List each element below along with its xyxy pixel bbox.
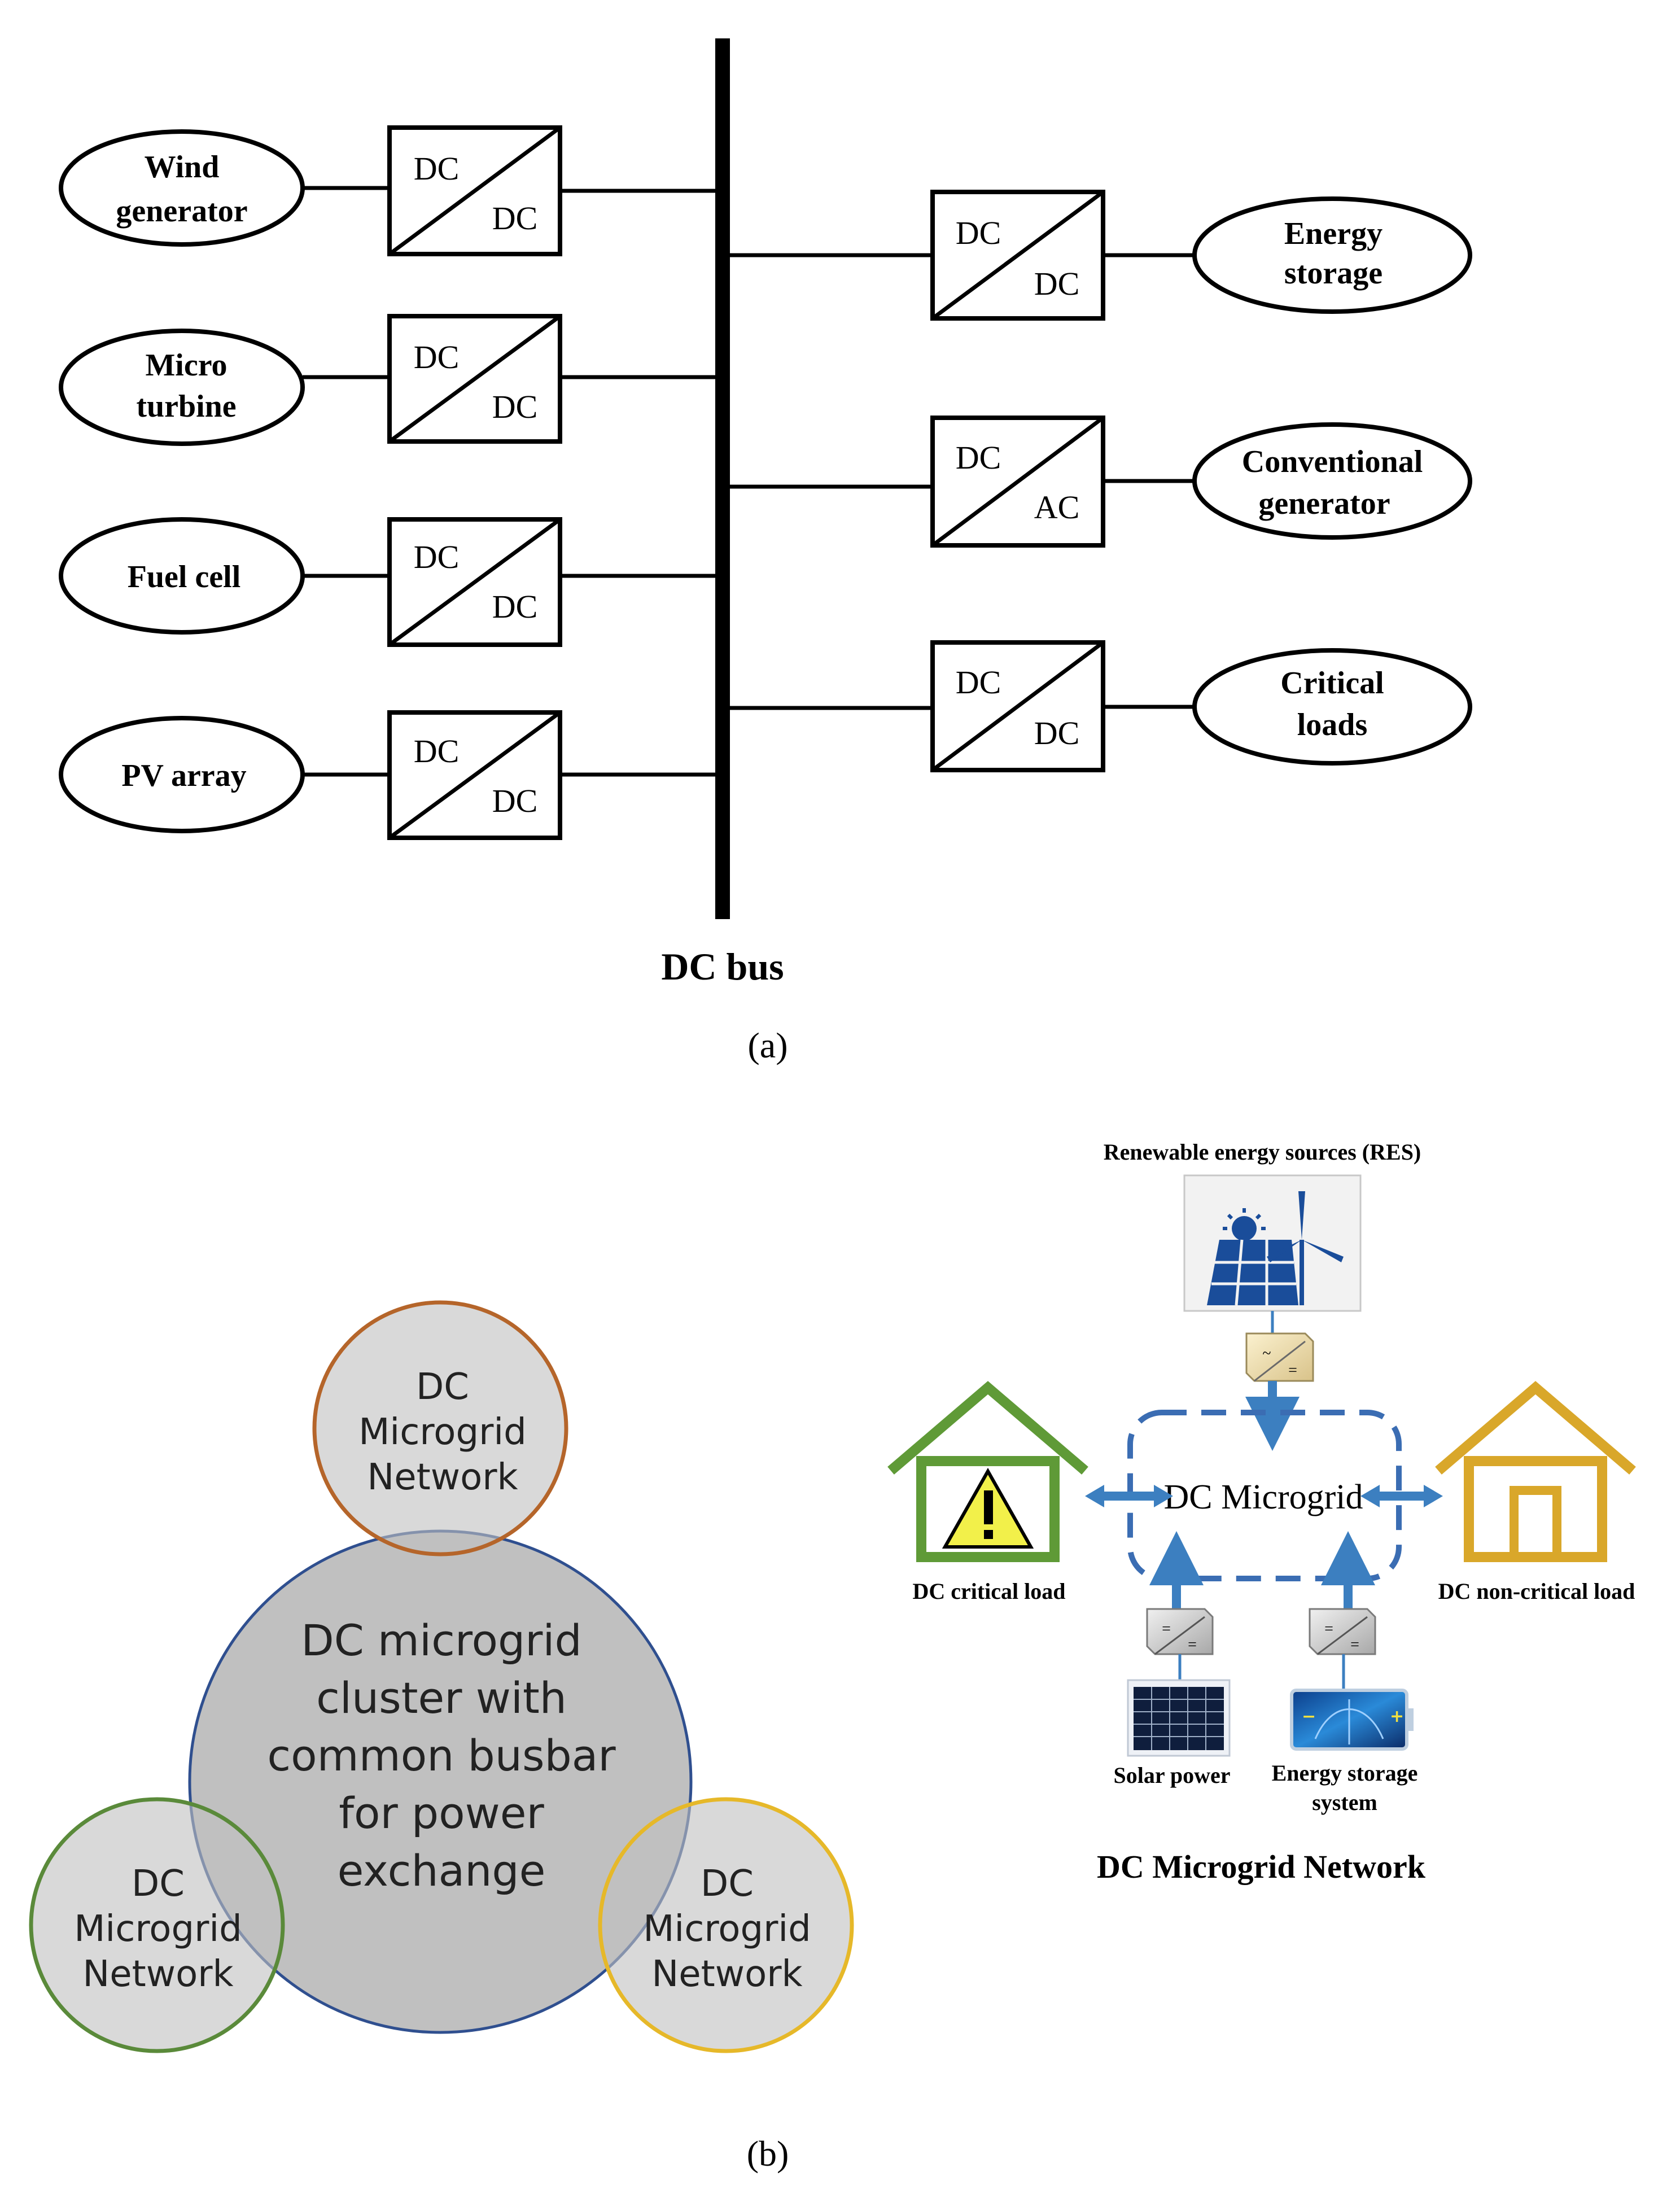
network-right-circle xyxy=(598,1797,854,2053)
svg-text:DC: DC xyxy=(492,200,538,237)
solar-panel-icon xyxy=(1127,1679,1231,1757)
left-source-micro-turbine: Micro turbine DC DC xyxy=(59,314,715,446)
cluster-center-line5: exchange xyxy=(338,1846,546,1896)
house-icon xyxy=(1435,1381,1636,1562)
svg-text:DC: DC xyxy=(414,339,460,375)
network-left-line1: DC xyxy=(132,1863,185,1905)
noncritical-load-arrow xyxy=(1360,1485,1443,1507)
storage-dc-dc-box: = = xyxy=(1309,1608,1376,1655)
unit-label-line2: storage xyxy=(1284,256,1383,291)
right-unit-critical-loads: DC DC Critical loads xyxy=(730,640,1472,772)
right-unit-energy-storage: DC DC Energy storage xyxy=(730,190,1472,321)
storage-label-line2: system xyxy=(1312,1790,1377,1815)
left-source-pv-array: PV array DC DC xyxy=(59,710,715,840)
source-label-line1: Fuel cell xyxy=(128,559,241,594)
microgrid-cluster-diagram: DC microgrid cluster with common busbar … xyxy=(29,1300,854,2053)
source-label-line2: turbine xyxy=(136,389,236,424)
source-label-line1: Micro xyxy=(145,348,227,383)
network-top-line1: DC xyxy=(416,1366,469,1408)
network-left-line2: Microgrid xyxy=(74,1908,242,1950)
svg-text:DC: DC xyxy=(414,150,460,187)
svg-text:=: = xyxy=(1188,1636,1197,1654)
storage-label-line1: Energy storage xyxy=(1272,1760,1418,1786)
battery-icon: − + xyxy=(1290,1689,1414,1751)
left-source-fuel-cell: Fuel cell DC DC xyxy=(59,517,715,647)
cluster-center-line2: cluster with xyxy=(316,1673,567,1723)
dc-dc-converter: DC DC xyxy=(387,314,562,444)
svg-text:+: + xyxy=(1390,1707,1404,1726)
source-label-line1: Wind xyxy=(145,150,220,185)
source-ellipse xyxy=(59,329,305,446)
svg-text:DC: DC xyxy=(1034,715,1080,751)
dc-dc-converter: DC DC xyxy=(930,640,1105,772)
solar-label: Solar power xyxy=(1113,1763,1230,1788)
right-unit-conventional-generator: DC AC Conventional generator xyxy=(730,416,1472,548)
svg-text:DC: DC xyxy=(492,782,538,819)
warning-icon xyxy=(942,1467,1034,1549)
network-title: DC Microgrid Network xyxy=(1097,1848,1426,1885)
svg-text:DC: DC xyxy=(956,439,1001,476)
svg-text:−: − xyxy=(1302,1707,1316,1726)
critical-load-label: DC critical load xyxy=(912,1579,1065,1604)
critical-load-house xyxy=(887,1381,1088,1562)
dc-dc-converter: DC DC xyxy=(387,125,562,256)
critical-load-arrow xyxy=(1085,1485,1173,1507)
solar-wind-icon xyxy=(1183,1174,1362,1312)
unit-label-line2: loads xyxy=(1297,707,1368,742)
network-left-circle xyxy=(29,1797,285,2053)
solar-dc-dc-box: = = xyxy=(1146,1608,1214,1655)
dc-bus-bar xyxy=(715,38,730,919)
svg-text:DC: DC xyxy=(956,664,1001,701)
unit-label-line1: Critical xyxy=(1280,666,1384,701)
network-right-line2: Microgrid xyxy=(643,1908,811,1950)
cluster-center-line4: for power xyxy=(339,1788,544,1838)
network-right-line1: DC xyxy=(701,1863,754,1905)
unit-ellipse xyxy=(1192,648,1472,766)
dc-dc-converter: DC DC xyxy=(387,710,562,840)
source-label-line2: generator xyxy=(116,194,247,229)
svg-text:=: = xyxy=(1288,1362,1297,1379)
microgrid-network-diagram: Renewable energy sources (RES) xyxy=(887,1139,1636,1885)
svg-text:DC: DC xyxy=(414,733,460,769)
panel-b-caption: (b) xyxy=(747,2133,789,2174)
svg-text:=: = xyxy=(1324,1620,1333,1638)
svg-text:DC: DC xyxy=(414,539,460,575)
source-label-line1: PV array xyxy=(121,758,246,793)
svg-text:AC: AC xyxy=(1034,489,1080,526)
panel-a-diagram: DC bus Wind generator DC DC Micro turbin… xyxy=(59,38,1472,1065)
svg-text:=: = xyxy=(1350,1636,1359,1654)
svg-text:DC: DC xyxy=(492,388,538,425)
dc-ac-converter: DC AC xyxy=(930,416,1105,548)
network-top-line2: Microgrid xyxy=(358,1411,527,1453)
cluster-center-line1: DC microgrid xyxy=(301,1615,582,1665)
svg-text:DC: DC xyxy=(492,588,538,625)
svg-text:DC: DC xyxy=(956,215,1001,251)
network-right-line3: Network xyxy=(651,1953,802,1995)
cluster-center-line3: common busbar xyxy=(267,1730,616,1781)
noncritical-load-label: DC non-critical load xyxy=(1438,1579,1635,1604)
svg-text:=: = xyxy=(1162,1620,1171,1638)
unit-label-line1: Energy xyxy=(1284,216,1383,251)
network-top-circle xyxy=(312,1300,568,1556)
dc-dc-converter: DC DC xyxy=(387,517,562,647)
left-source-wind: Wind generator DC DC xyxy=(59,125,715,256)
dc-dc-converter: DC DC xyxy=(930,190,1105,321)
network-left-line3: Network xyxy=(82,1953,233,1995)
inverter-box: ~ = xyxy=(1245,1332,1314,1382)
unit-ellipse xyxy=(1192,422,1472,540)
unit-label-line1: Conventional xyxy=(1242,444,1423,479)
unit-label-line2: generator xyxy=(1258,486,1390,521)
dc-bus-label: DC bus xyxy=(661,945,784,988)
res-label: Renewable energy sources (RES) xyxy=(1104,1139,1421,1165)
panel-a-caption: (a) xyxy=(747,1025,788,1065)
unit-ellipse xyxy=(1192,196,1472,314)
svg-text:DC: DC xyxy=(1034,265,1080,302)
dc-microgrid-label: DC Microgrid xyxy=(1163,1478,1363,1516)
network-top-line3: Network xyxy=(367,1457,518,1498)
svg-text:~: ~ xyxy=(1262,1345,1271,1362)
